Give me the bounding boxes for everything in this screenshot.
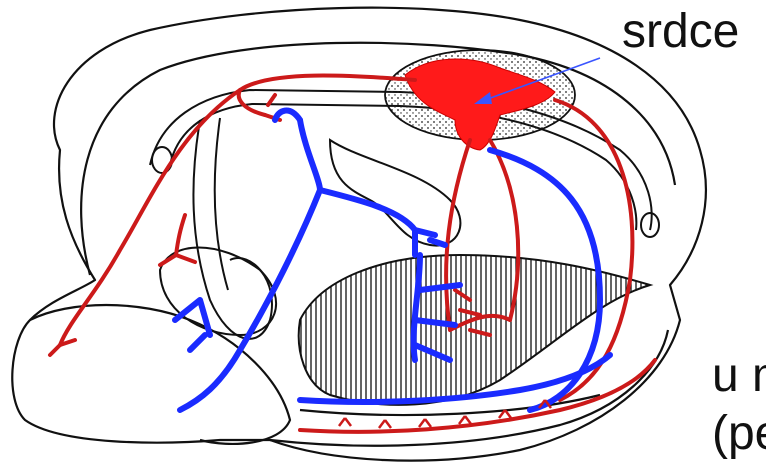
- heart-label: srdce: [622, 8, 739, 56]
- bottom-label-line2: (pe: [712, 410, 766, 458]
- bottom-label-line1: u m: [712, 352, 766, 400]
